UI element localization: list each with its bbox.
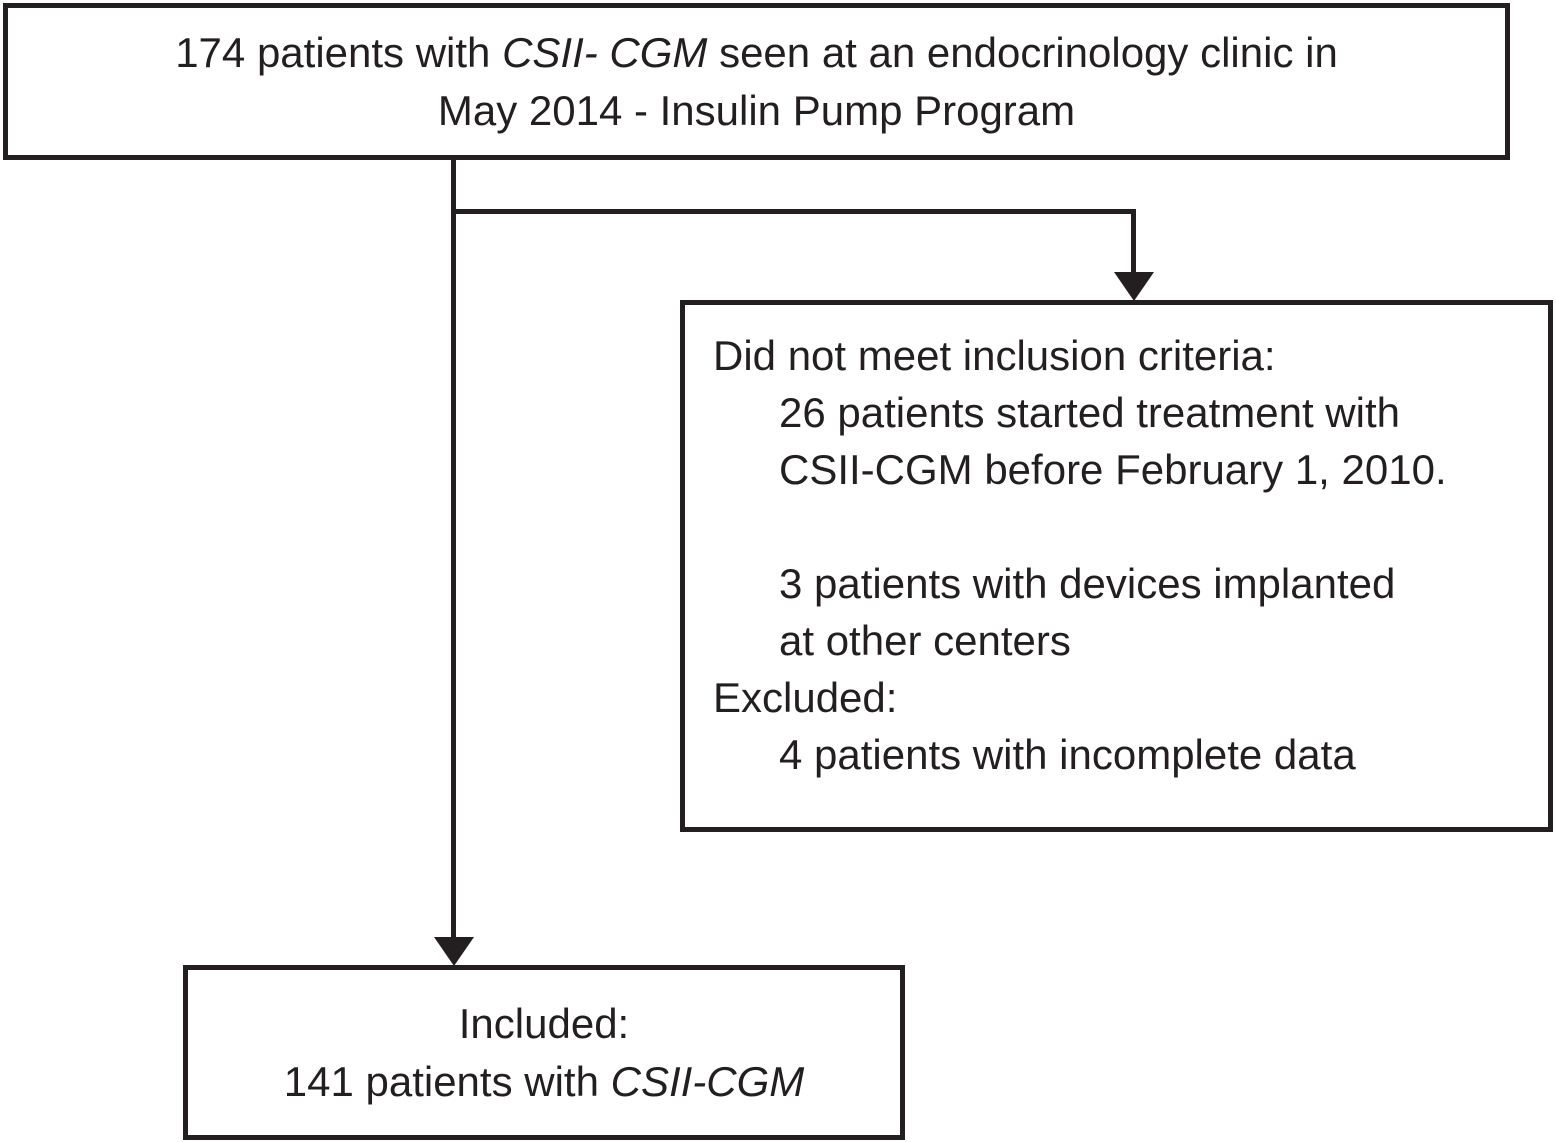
exclusion-line: Excluded: — [713, 674, 898, 721]
exclusion-line: Did not meet inclusion criteria: — [713, 332, 1276, 379]
enrollment-line1-italic: CSII- CGM — [502, 28, 708, 76]
enrollment-line1-suffix: seen at an endocrinology clinic in — [707, 28, 1338, 76]
exclusion-line: 3 patients with devices implanted — [779, 560, 1396, 607]
exclusion-box: Did not meet inclusion criteria: 26 pati… — [680, 300, 1553, 832]
enrollment-line1-prefix: 174 patients with — [175, 28, 503, 76]
arrowhead-to-included-icon — [434, 937, 474, 966]
exclusion-line-blank — [713, 498, 1540, 555]
included-line-2: 141 patients with CSII-CGM — [188, 1053, 900, 1111]
exclusion-line: 26 patients started treatment with — [779, 389, 1400, 436]
connector-branch-vertical — [1131, 209, 1136, 274]
arrowhead-to-exclusion-icon — [1114, 272, 1154, 301]
enrollment-box: 174 patients with CSII- CGM seen at an e… — [3, 3, 1510, 160]
included-line2-italic: CSII-CGM — [610, 1057, 805, 1105]
included-box: Included: 141 patients with CSII-CGM — [183, 965, 905, 1140]
exclusion-line: CSII-CGM before February 1, 2010. — [779, 446, 1447, 493]
connector-main-vertical — [451, 160, 456, 939]
enrollment-line-2: May 2014 - Insulin Pump Program — [437, 86, 1076, 134]
exclusion-line: at other centers — [779, 617, 1071, 664]
included-line-1: Included: — [458, 999, 630, 1047]
included-line2-prefix: 141 patients with — [283, 1057, 611, 1105]
connector-branch-horizontal — [451, 209, 1136, 214]
exclusion-line: 4 patients with incomplete data — [779, 731, 1356, 778]
enrollment-line-1: 174 patients with CSII- CGM seen at an e… — [8, 24, 1505, 82]
